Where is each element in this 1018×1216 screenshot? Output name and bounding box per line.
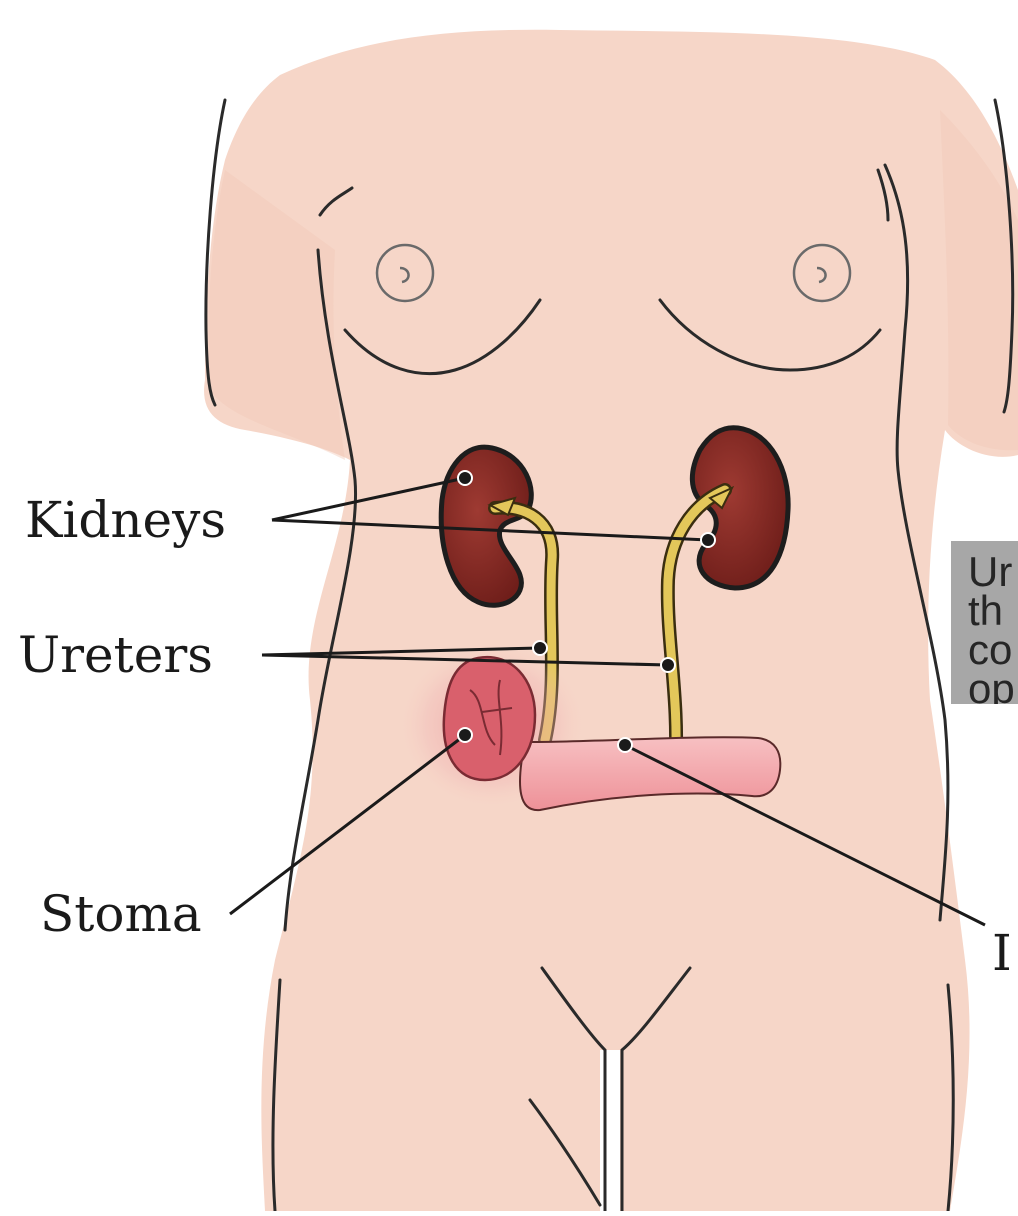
label-kidneys: Kidneys <box>25 495 226 545</box>
label-ureters: Ureters <box>18 630 213 680</box>
label-ileum-partial: I <box>992 928 1012 978</box>
stoma <box>444 657 535 780</box>
callout-box: Ur th co op <box>951 541 1018 704</box>
callout-line: op <box>968 668 1015 704</box>
label-stoma: Stoma <box>40 889 202 939</box>
